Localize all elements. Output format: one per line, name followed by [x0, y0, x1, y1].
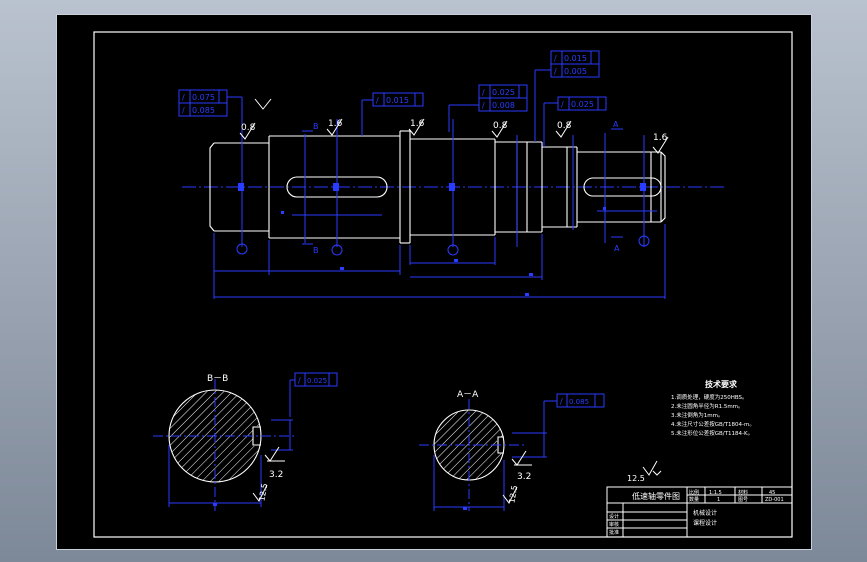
title-school-1: 机械设计 — [693, 509, 717, 517]
tolerance-frame-bb: / 0.025 — [294, 372, 338, 387]
section-title-bb: B－B — [207, 374, 228, 384]
section-label-a-top: A — [613, 120, 619, 129]
title-block — [606, 486, 793, 538]
roughness-r9: 12.5 — [257, 483, 269, 502]
svg-text:0.085: 0.085 — [569, 398, 589, 406]
svg-text:/: / — [554, 54, 557, 63]
title-scale: 1:1.5 — [709, 490, 722, 496]
title-checker-label: 审核 — [609, 521, 619, 528]
title-material: 45 — [769, 490, 775, 496]
title-scale-label: 比例 — [689, 489, 699, 496]
svg-text:/: / — [376, 96, 379, 105]
roughness-r4: 0.8 — [493, 121, 508, 131]
section-title-aa: A－A — [457, 390, 479, 400]
shaft-main-view: B B A A — [178, 50, 725, 299]
tolerance-frame-aa: / 0.085 — [556, 393, 605, 408]
section-label-a-bottom: A — [614, 244, 620, 253]
note-line-5: 5.未注形位公差按GB/T1184-K。 — [671, 429, 753, 437]
title-approve-label: 批准 — [609, 529, 619, 536]
svg-text:0.015: 0.015 — [386, 96, 409, 105]
title-qty-label: 数量 — [689, 496, 699, 503]
svg-text:/: / — [298, 376, 301, 385]
svg-text:0.025: 0.025 — [307, 377, 327, 385]
section-view-aa: A－A / 0.085 3.2 12.5 — [419, 390, 605, 511]
tolerance-frame-top-left: / / 0.075 0.085 — [178, 89, 243, 121]
svg-text:0.025: 0.025 — [571, 100, 594, 109]
svg-text:/: / — [482, 88, 485, 97]
svg-text:0.085: 0.085 — [192, 106, 215, 115]
svg-text:0.015: 0.015 — [564, 54, 587, 63]
title-material-label: 材料 — [738, 489, 748, 496]
note-line-2: 2.未注圆角半径为R1.5mm。 — [671, 402, 744, 410]
svg-text:/: / — [554, 67, 557, 76]
note-line-3: 3.未注倒角为1mm。 — [671, 411, 723, 419]
svg-text:0.008: 0.008 — [492, 101, 515, 110]
svg-text:0.025: 0.025 — [492, 88, 515, 97]
technical-notes: 技术要求 1.调质处理，硬度为250HBS。 2.未注圆角半径为R1.5mm。 … — [671, 379, 755, 437]
title-drawing-name: 低速轴零件图 — [632, 491, 680, 501]
default-roughness-symbol: 12.5 — [627, 460, 662, 483]
roughness-title: 12.5 — [627, 474, 645, 483]
roughness-r1: 0.8 — [241, 123, 256, 133]
svg-text:/: / — [561, 100, 564, 109]
title-drawing-no: ZD-001 — [765, 497, 784, 503]
roughness-r3: 1.6 — [410, 119, 425, 129]
title-designer-label: 设计 — [609, 513, 619, 520]
keyway-slot-left — [286, 176, 388, 198]
svg-text:0.005: 0.005 — [564, 67, 587, 76]
dimension-lines — [213, 210, 666, 299]
note-line-1: 1.调质处理，硬度为250HBS。 — [671, 393, 748, 401]
section-label-b-bottom: B — [313, 246, 319, 255]
roughness-r5: 0.8 — [557, 121, 572, 131]
svg-text:/: / — [182, 93, 185, 102]
roughness-r2: 1.6 — [328, 119, 343, 129]
svg-text:/: / — [560, 397, 563, 406]
svg-text:/: / — [182, 106, 185, 115]
notes-title: 技术要求 — [705, 379, 738, 389]
roughness-symbols — [239, 98, 669, 154]
roughness-r8: 3.2 — [517, 472, 531, 482]
note-line-4: 4.未注尺寸公差按GB/T1804-m。 — [671, 420, 755, 428]
title-school-2: 课程设计 — [693, 519, 717, 527]
drawing-canvas[interactable]: B B A A — [57, 15, 813, 551]
tolerance-frame-mid-top: / 0.015 — [361, 92, 424, 136]
drawing-frame — [93, 31, 793, 538]
title-qty: 1 — [717, 497, 720, 503]
drawing-viewport[interactable]: B B A A — [56, 14, 812, 550]
svg-text:0.075: 0.075 — [192, 93, 215, 102]
keyway-slot-right — [583, 177, 662, 197]
svg-text:/: / — [482, 101, 485, 110]
tolerance-frame-right-top: / / 0.015 0.005 — [534, 50, 600, 142]
roughness-r7: 3.2 — [269, 470, 283, 480]
roughness-r6: 1.6 — [653, 133, 668, 143]
tolerance-frame-right-mid: / 0.025 — [543, 96, 607, 147]
title-drawing-no-label: 图号 — [738, 497, 748, 503]
section-label-b-top: B — [313, 122, 319, 131]
section-view-bb: B－B / 0.025 3.2 12.5 — [153, 372, 338, 511]
roughness-r10: 12.5 — [507, 485, 519, 504]
tolerance-frame-mid-right: / / 0.025 0.008 — [448, 84, 528, 132]
